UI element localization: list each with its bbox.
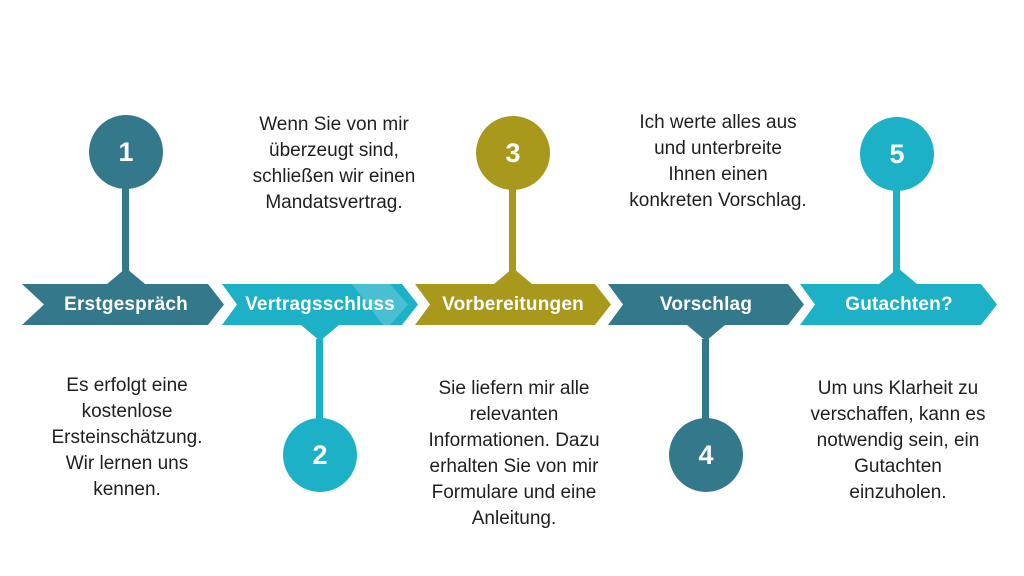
step-4-connector-line [702, 339, 709, 422]
step-3-circle: 3 [476, 116, 550, 190]
arrow-segment-1 [22, 268, 224, 325]
step-2-connector-line [316, 339, 323, 422]
arrow-segment-5 [800, 268, 997, 325]
step-5-description: Um uns Klarheit zu verschaffen, kann es … [810, 378, 986, 503]
step-2-circle: 2 [283, 418, 357, 492]
arrow-segment-2 [222, 284, 418, 341]
step-2-description: Wenn Sie von mir überzeugt sind, schließ… [252, 114, 416, 213]
step-3-label: Vorbereitungen [442, 294, 584, 315]
step-5-circle: 5 [860, 117, 934, 191]
arrow-segment-4 [608, 284, 804, 341]
arrow-segment-2-highlight [352, 284, 408, 325]
step-3-number: 3 [505, 137, 521, 168]
step-1-number: 1 [118, 136, 134, 167]
step-1-label: Erstgespräch [64, 294, 188, 315]
step-1-description: Es erfolgt eine kostenlose Ersteinschätz… [51, 375, 203, 500]
step-1-circle: 1 [89, 115, 163, 189]
step-5-number: 5 [889, 138, 905, 169]
step-4-number: 4 [698, 439, 714, 470]
step-5-label: Gutachten? [845, 294, 953, 315]
step-1-connector-line [122, 185, 129, 281]
step-5-connector-line [893, 187, 900, 281]
step-4-description: Ich werte alles aus und unterbreite Ihne… [629, 112, 807, 211]
step-2-number: 2 [312, 439, 328, 470]
step-2-label: Vertragsschluss [245, 294, 395, 315]
step-3-description: Sie liefern mir alle relevanten Informat… [428, 378, 600, 529]
step-4-circle: 4 [669, 418, 743, 492]
arrow-segment-3 [415, 268, 611, 325]
step-4-label: Vorschlag [659, 294, 753, 315]
step-3-connector-line [509, 186, 516, 281]
